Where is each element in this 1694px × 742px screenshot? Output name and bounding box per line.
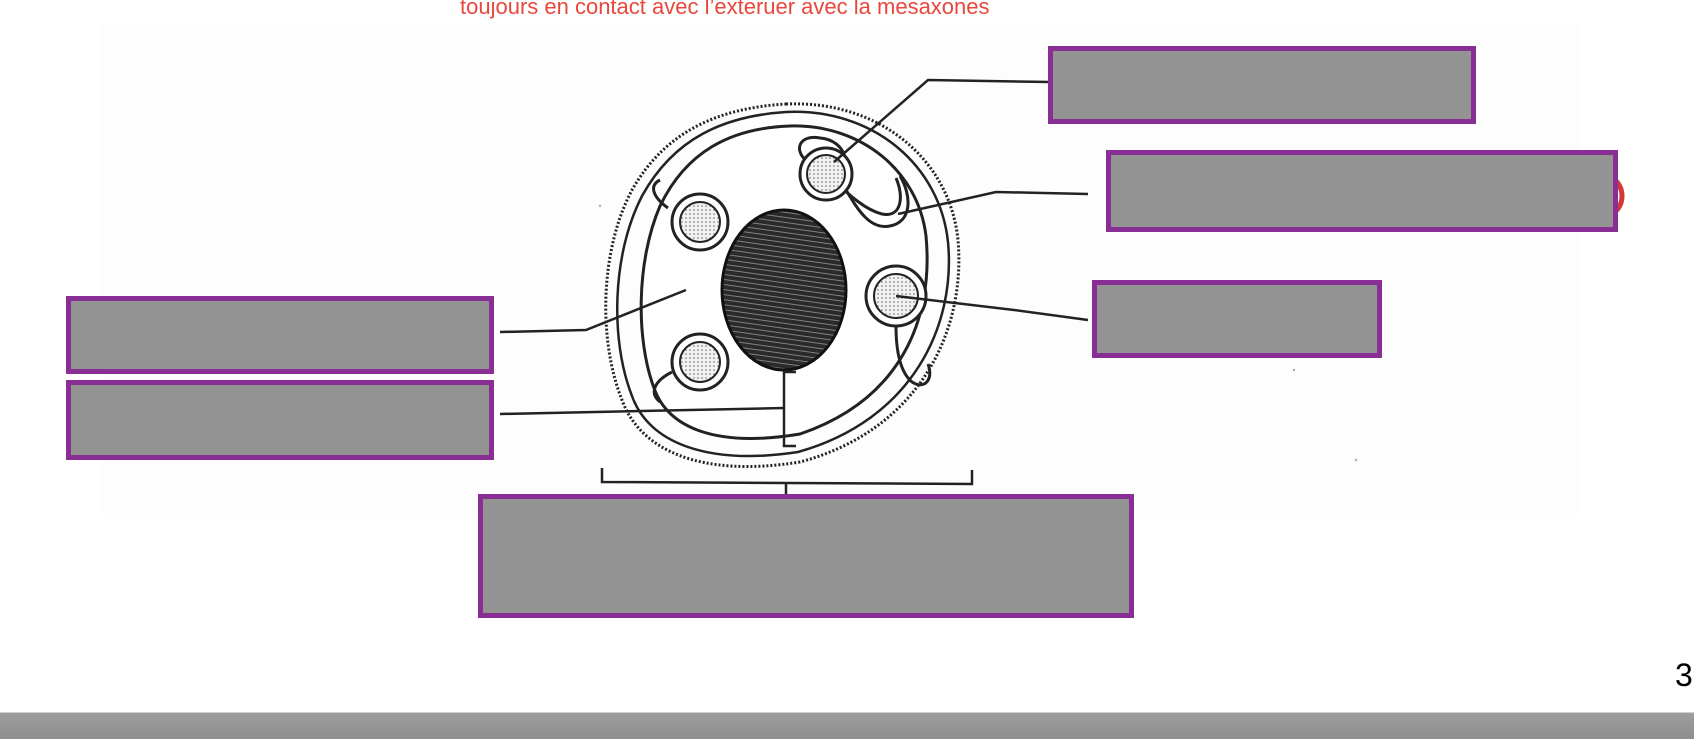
nucleus bbox=[720, 208, 848, 372]
axon-right-mesaxon bbox=[894, 325, 932, 387]
axon-left-bottom-mesaxon bbox=[652, 370, 673, 404]
bracket-bottom bbox=[600, 468, 974, 486]
label-box-left-upper[interactable] bbox=[66, 296, 494, 374]
label-text bbox=[1111, 155, 1613, 167]
label-box-top-right-2[interactable] bbox=[1106, 150, 1618, 232]
footer-bar bbox=[0, 712, 1694, 739]
page-number: 3 bbox=[1675, 657, 1693, 693]
label-text bbox=[71, 301, 489, 313]
leader-top-right-2 bbox=[897, 190, 1089, 216]
label-text bbox=[71, 385, 489, 397]
label-box-left-lower[interactable] bbox=[66, 380, 494, 460]
axon-left-top-axoplasm bbox=[679, 201, 721, 243]
axon-left-top bbox=[652, 178, 669, 210]
slide-caption: toujours en contact avec l’exteruer avec… bbox=[460, 0, 990, 19]
label-text bbox=[1053, 51, 1471, 63]
outer-membrane bbox=[604, 102, 961, 468]
label-text bbox=[1097, 285, 1377, 297]
bracket-nucleus bbox=[782, 370, 796, 448]
leader-top-right-1 bbox=[833, 78, 1051, 163]
label-box-right-middle[interactable] bbox=[1092, 280, 1382, 358]
leader-right-middle bbox=[895, 294, 1089, 322]
outer-membrane-inner bbox=[616, 110, 951, 458]
axon-left-bottom-axoplasm bbox=[679, 341, 721, 383]
leader-left-upper bbox=[499, 288, 687, 334]
axon-top-mesaxon bbox=[844, 175, 910, 228]
label-text bbox=[483, 499, 1129, 511]
label-box-bottom-center[interactable] bbox=[478, 494, 1134, 618]
label-box-top-right-1[interactable] bbox=[1048, 46, 1476, 124]
leader-left-lower bbox=[499, 406, 785, 416]
axon-top-axoplasm bbox=[806, 154, 846, 194]
leader-lines bbox=[499, 78, 1089, 496]
